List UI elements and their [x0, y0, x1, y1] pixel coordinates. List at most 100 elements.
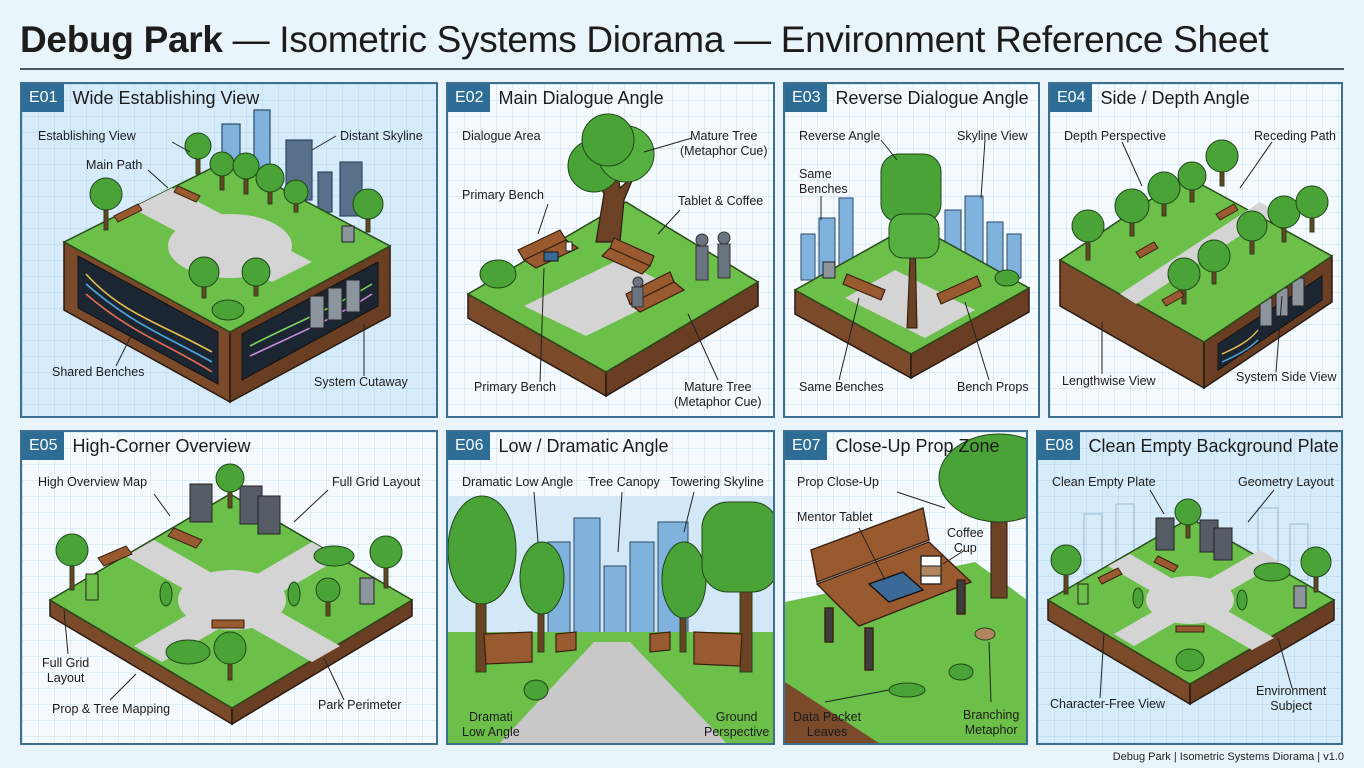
cable [1221, 329, 1259, 355]
callout-label: Mentor Tablet [797, 510, 873, 524]
server-racks [189, 483, 281, 535]
tree-canopy [880, 153, 942, 223]
callout-label: Mature Tree (Metaphor Cue) [674, 380, 762, 409]
tree-canopy [888, 213, 940, 259]
panel-header: E01 Wide Establishing View [22, 84, 259, 112]
callout-label: Depth Perspective [1064, 129, 1167, 143]
bench-back [810, 507, 930, 583]
server-rack [1155, 517, 1175, 551]
figure-body [631, 286, 644, 308]
panel-header: E02 Main Dialogue Angle [448, 84, 664, 112]
leader-lines [63, 489, 345, 701]
trees [1071, 139, 1329, 305]
callout-label: System Cutaway [314, 375, 408, 389]
callout-label: Same Benches [799, 380, 884, 394]
leaf [948, 663, 974, 681]
tree [255, 163, 285, 205]
tree [1071, 209, 1105, 261]
skyline-building [838, 197, 854, 269]
bench [167, 527, 203, 549]
benches [113, 185, 201, 223]
panel-title: High-Corner Overview [72, 435, 251, 456]
diorama-low-angle [448, 491, 773, 743]
bench [693, 631, 743, 667]
panel-header: E05 High-Corner Overview [22, 432, 251, 460]
callout-label: Geometry Layout [1238, 475, 1334, 489]
panel-title: Close-Up Prop Zone [835, 435, 1000, 456]
server-racks [309, 279, 361, 329]
bush [211, 299, 245, 321]
tree-tall [701, 501, 773, 673]
tree [241, 257, 271, 297]
figure-head [695, 233, 709, 247]
tree-canopy [581, 113, 635, 167]
bench [1097, 567, 1123, 585]
bush [165, 639, 211, 665]
cutaway-cables [1221, 329, 1259, 363]
tree [89, 177, 123, 231]
skyline-building [573, 517, 601, 653]
tree [283, 179, 309, 213]
central-plaza [1146, 576, 1234, 624]
panel-e02: E02 Main Dialogue Angle Dialogue Area Ma… [446, 82, 775, 418]
bush [313, 545, 355, 567]
coffee-cup [920, 555, 942, 585]
tree [1147, 171, 1181, 217]
sheet-title-bold: Debug Park [20, 19, 223, 60]
trash-bin [359, 577, 375, 605]
benches [97, 527, 245, 629]
panel-header: E08 Clean Empty Background Plate [1038, 432, 1339, 460]
bench [1153, 555, 1179, 573]
bush [523, 679, 549, 701]
tree [1050, 544, 1082, 595]
diorama-depth [1058, 139, 1334, 390]
tree [315, 577, 341, 617]
tree [55, 533, 89, 591]
tree [1177, 161, 1207, 203]
tree [232, 152, 260, 195]
tree [184, 132, 212, 175]
trash-bins [1077, 583, 1307, 609]
tree-tall [448, 495, 517, 673]
callout-label: Towering Skyline [670, 475, 764, 489]
bench [936, 275, 982, 305]
leader-lines [1101, 141, 1283, 374]
benches [1097, 555, 1205, 633]
callout-label: Reverse Angle [799, 129, 881, 143]
tree [188, 256, 220, 299]
tree [213, 631, 247, 681]
panel-e05: E05 High-Corner Overview High Overview M… [20, 430, 438, 745]
server-rack [327, 287, 343, 321]
panel-id-badge: E03 [785, 84, 828, 112]
panel-title: Side / Depth Angle [1100, 87, 1250, 108]
panel-header: E07 Close-Up Prop Zone [785, 432, 1000, 460]
large-tree [938, 433, 1026, 599]
panel-e08: E08 Clean Empty Background Plate Clean E… [1036, 430, 1343, 745]
callout-label: System Side View [1236, 370, 1337, 384]
title-divider [20, 68, 1344, 70]
callout-label: Mature Tree (Metaphor Cue) [680, 129, 768, 158]
bench [211, 619, 245, 629]
tree [1300, 546, 1332, 593]
figure-body [717, 243, 731, 279]
central-plaza [168, 214, 292, 278]
callout-label: Coffee Cup [947, 526, 984, 555]
leader-lines [533, 491, 695, 553]
leader-lines [115, 135, 365, 376]
benches [483, 631, 743, 667]
bench [113, 203, 143, 223]
callout-label: Distant Skyline [340, 129, 423, 143]
server-rack [257, 495, 281, 535]
callout-label: Bench Props [957, 380, 1029, 394]
callout-label: Clean Empty Plate [1052, 475, 1156, 489]
figure-body [695, 245, 709, 281]
tablet [543, 251, 559, 262]
bench-leg [864, 627, 874, 671]
data-packet-leaves [888, 627, 996, 698]
leader-lines [1099, 489, 1293, 699]
tree [1236, 210, 1268, 255]
bench [1215, 203, 1239, 221]
server-rack [189, 483, 213, 523]
callout-label: Prop & Tree Mapping [52, 702, 171, 716]
benches [1135, 203, 1239, 307]
